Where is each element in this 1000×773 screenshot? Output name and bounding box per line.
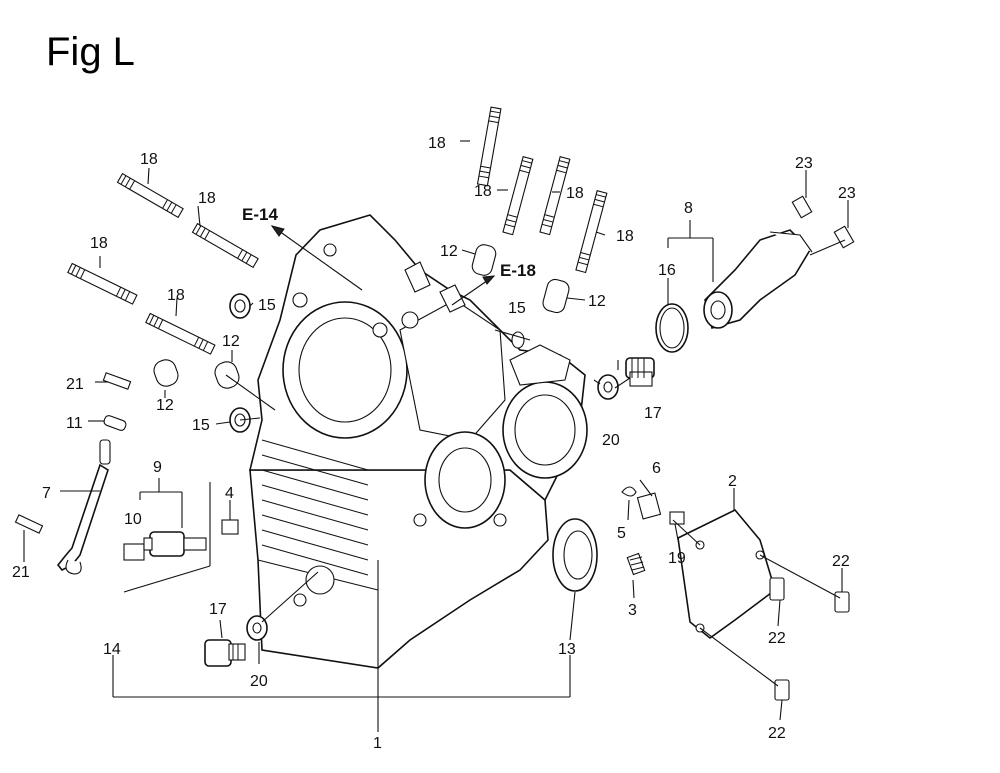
dowel-pin <box>153 359 179 387</box>
callout-15: 15 <box>258 297 276 314</box>
oil-seal <box>229 293 251 319</box>
callout-16: 16 <box>658 262 676 279</box>
bolt-19 <box>669 511 685 525</box>
callout-12: 12 <box>440 243 458 260</box>
callout-23: 23 <box>838 185 856 202</box>
callout-18: 18 <box>140 151 158 168</box>
callout-15: 15 <box>192 417 210 434</box>
oil-seal <box>511 331 525 349</box>
callout-13: 13 <box>558 641 576 658</box>
crank-oil-seal <box>552 518 598 592</box>
side-cover <box>677 509 776 640</box>
crankcase <box>248 214 588 669</box>
oil-dipstick <box>56 439 111 575</box>
stud-bolt <box>502 156 534 236</box>
stud-bolt <box>145 312 216 355</box>
callout-8: 8 <box>684 200 693 217</box>
callout-6: 6 <box>652 460 661 477</box>
figure-title: Fig L <box>46 30 135 74</box>
dowel-pins <box>153 244 570 389</box>
callout-14: 14 <box>103 641 121 658</box>
reference-e14: E-14 <box>242 205 278 224</box>
callout-21: 21 <box>66 376 84 393</box>
flange-bolt <box>791 195 855 249</box>
callout-18: 18 <box>428 135 446 152</box>
callout-18: 18 <box>167 287 185 304</box>
callout-10: 10 <box>124 511 142 528</box>
drain-plug-right <box>625 357 655 387</box>
callout-11: 11 <box>66 415 83 432</box>
callout-18: 18 <box>198 190 216 207</box>
callout-1: 1 <box>373 735 382 752</box>
o-ring <box>655 303 689 353</box>
callout-21: 21 <box>12 564 30 581</box>
plate-6 <box>636 492 662 520</box>
callout-15: 15 <box>508 300 526 317</box>
callout-18: 18 <box>90 235 108 252</box>
stud-bolts <box>67 106 608 355</box>
callout-20: 20 <box>602 432 620 449</box>
callout-18: 18 <box>474 183 492 200</box>
callout-7: 7 <box>42 485 51 502</box>
callout-22: 22 <box>832 553 850 570</box>
cover-bolts <box>769 577 850 701</box>
small-parts <box>14 372 685 576</box>
stud-bolt <box>67 262 138 305</box>
callout-4: 4 <box>225 485 234 502</box>
reference-arrows <box>270 225 496 306</box>
bolt-4 <box>221 519 239 535</box>
dowel-pin <box>542 278 570 314</box>
callout-18: 18 <box>566 185 584 202</box>
clip-5 <box>621 486 637 497</box>
dowel-pin <box>214 361 240 389</box>
callout-19: 19 <box>668 550 686 567</box>
callout-12: 12 <box>156 397 174 414</box>
stud-bolt <box>575 190 608 274</box>
washer <box>597 374 619 400</box>
callout-12: 12 <box>222 333 240 350</box>
drain-plug-left <box>204 639 246 667</box>
dowel-pin <box>471 244 497 276</box>
callout-9: 9 <box>153 459 162 476</box>
callout-17: 17 <box>644 405 662 422</box>
stud-bolt <box>116 172 184 219</box>
screw-21 <box>14 372 132 534</box>
callout-20: 20 <box>250 673 268 690</box>
stud-bolt <box>539 156 571 236</box>
callout-12: 12 <box>588 293 606 310</box>
leader-lines <box>23 140 849 732</box>
callout-3: 3 <box>628 602 637 619</box>
callout-23: 23 <box>795 155 813 172</box>
small-seals <box>229 293 619 641</box>
callout-22: 22 <box>768 725 786 742</box>
pin-11 <box>103 415 127 431</box>
callout-2: 2 <box>728 473 737 490</box>
stud-bolt <box>476 106 502 187</box>
switch-10 <box>123 543 145 561</box>
callout-17: 17 <box>209 601 227 618</box>
breather-pipe <box>703 229 813 329</box>
callout-numbers: 1 2 3 4 5 6 7 8 9 10 11 12 12 12 12 13 1… <box>12 135 856 752</box>
callout-5: 5 <box>617 525 626 542</box>
callout-18: 18 <box>616 228 634 245</box>
stud-bolt <box>191 222 259 269</box>
reference-e18: E-18 <box>500 261 536 280</box>
callout-22: 22 <box>768 630 786 647</box>
oil-switch <box>143 531 207 557</box>
